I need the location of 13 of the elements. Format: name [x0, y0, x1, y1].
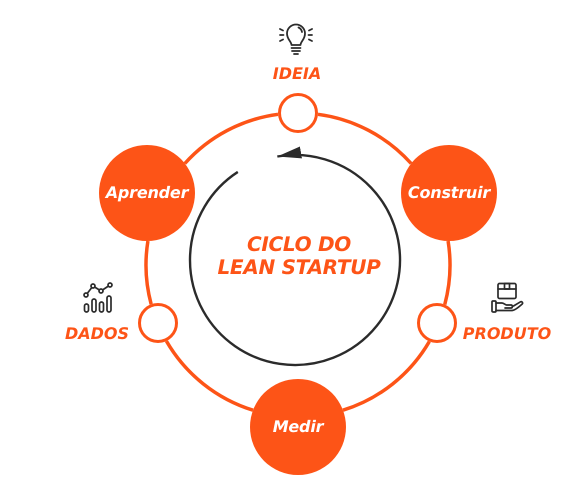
ring-connector	[342, 340, 431, 412]
ring-connector	[184, 112, 278, 165]
milestone-label: PRODUTO	[462, 325, 552, 343]
ring-connector	[144, 240, 153, 305]
step-label: Construir	[408, 184, 490, 202]
cycle-title: CICLO DO LEAN STARTUP	[217, 232, 380, 279]
step-label: Aprender	[106, 184, 188, 202]
milestone-label: DADOS	[64, 325, 130, 343]
step-label: Medir	[272, 418, 324, 436]
ring-connector	[443, 240, 452, 305]
ring-connector	[164, 340, 254, 412]
ring-connector	[318, 112, 412, 165]
milestone-label: IDEIA	[272, 65, 322, 83]
